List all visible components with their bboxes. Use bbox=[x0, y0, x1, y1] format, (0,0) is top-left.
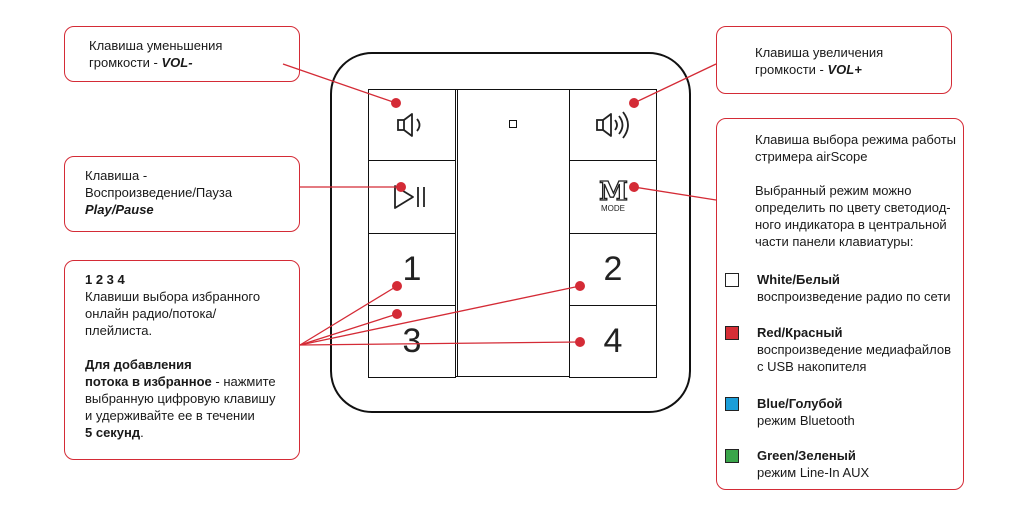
callout-favorites: 1 2 3 4 Клавиши выбора избранного онлайн… bbox=[64, 260, 300, 460]
mode-line3: Выбранный режим можно bbox=[755, 183, 912, 198]
callout-vol-up: Клавиша увеличения громкости - VOL+ bbox=[716, 26, 952, 94]
fav-line7-rest: . bbox=[140, 425, 144, 440]
play-pause-icon bbox=[394, 185, 425, 209]
marker-mode bbox=[629, 182, 639, 192]
fav-line1: Клавиши выбора избранного bbox=[85, 289, 261, 304]
marker-key-1 bbox=[392, 281, 402, 291]
blue-swatch bbox=[725, 397, 739, 411]
speaker-low-icon bbox=[397, 113, 421, 137]
vol-up-key[interactable] bbox=[569, 89, 657, 161]
fav-bold2: потока в избранное bbox=[85, 374, 212, 389]
vol-up-line1: Клавиша увеличения bbox=[755, 45, 884, 60]
fav-line4: потока в избранное - нажмите bbox=[85, 373, 299, 390]
mode-line2: стримера airScope bbox=[755, 149, 868, 164]
green-swatch bbox=[725, 449, 739, 463]
marker-key-3 bbox=[392, 309, 402, 319]
marker-play bbox=[396, 182, 406, 192]
fav-line4-rest: - нажмите bbox=[211, 374, 276, 389]
key-3-label: 3 bbox=[402, 322, 422, 360]
status-led bbox=[509, 120, 517, 128]
marker-vol-up bbox=[629, 98, 639, 108]
fav-line3: плейлиста. bbox=[85, 323, 153, 338]
vol-up-keyname: VOL+ bbox=[827, 62, 862, 77]
key-4-label: 4 bbox=[603, 322, 623, 360]
mode-sub-label: MODE bbox=[601, 204, 625, 213]
key-3[interactable]: 3 bbox=[368, 305, 456, 378]
vol-down-key[interactable] bbox=[368, 89, 456, 161]
key-4[interactable]: 4 bbox=[569, 305, 657, 378]
mode-white-desc: воспроизведение радио по сети bbox=[757, 289, 951, 304]
white-swatch bbox=[725, 273, 739, 287]
vol-down-prefix: громкости - bbox=[89, 55, 162, 70]
center-panel bbox=[457, 89, 570, 377]
mode-line6: части панели клавиатуры: bbox=[755, 234, 914, 249]
vol-down-line2: громкости - VOL- bbox=[89, 54, 299, 71]
mode-line1: Клавиша выбора режима работы bbox=[755, 132, 957, 147]
mode-key[interactable]: M MODE bbox=[569, 160, 657, 234]
mode-line4: определить по цвету светодиод- bbox=[755, 200, 951, 215]
vol-down-keyname: VOL- bbox=[161, 55, 193, 70]
callout-mode: Клавиша выбора режима работы стримера ai… bbox=[716, 118, 964, 490]
play-line3: Play/Pause bbox=[85, 202, 154, 217]
vol-down-line1: Клавиша уменьшения bbox=[89, 38, 223, 53]
callout-vol-down: Клавиша уменьшения громкости - VOL- bbox=[64, 26, 300, 82]
marker-vol-down bbox=[391, 98, 401, 108]
marker-key-2 bbox=[575, 281, 585, 291]
keypad-panel: 1 3 M MODE 2 4 bbox=[368, 89, 657, 378]
fav-line5: выбранную цифровую клавишу bbox=[85, 391, 276, 406]
speaker-high-icon bbox=[596, 111, 629, 139]
play-line2: Воспроизведение/Пауза bbox=[85, 185, 233, 200]
mode-red-desc: воспроизведение медиафайлов bbox=[757, 342, 952, 357]
mode-green-name: Green/Зеленый bbox=[757, 448, 856, 463]
red-swatch bbox=[725, 326, 739, 340]
fav-title: 1 2 3 4 bbox=[85, 272, 125, 287]
vol-up-prefix: громкости - bbox=[755, 62, 828, 77]
mode-red-desc2: с USB накопителя bbox=[757, 359, 867, 374]
mode-blue-desc: режим Bluetooth bbox=[757, 413, 855, 428]
mode-red-name: Red/Красный bbox=[757, 325, 843, 340]
fav-bold1: Для добавления bbox=[85, 357, 192, 372]
fav-bold3: 5 секунд bbox=[85, 425, 141, 440]
mode-line5: ного индикатора в центральной bbox=[755, 217, 947, 232]
fav-line7: 5 секунд. bbox=[85, 424, 299, 441]
marker-key-4 bbox=[575, 337, 585, 347]
mode-letter: M bbox=[598, 177, 628, 207]
mode-white-name: White/Белый bbox=[757, 272, 840, 287]
vol-up-line2: громкости - VOL+ bbox=[755, 61, 951, 78]
play-line1: Клавиша - bbox=[85, 168, 148, 183]
mode-green-desc: режим Line-In AUX bbox=[757, 465, 870, 480]
mode-blue-name: Blue/Голубой bbox=[757, 396, 843, 411]
key-2-label: 2 bbox=[603, 250, 623, 288]
key-2[interactable]: 2 bbox=[569, 233, 657, 306]
fav-line6: и удерживайте ее в течении bbox=[85, 408, 255, 423]
key-1-label: 1 bbox=[402, 250, 422, 288]
fav-line2: онлайн радио/потока/ bbox=[85, 306, 217, 321]
callout-play-pause: Клавиша - Воспроизведение/Пауза Play/Pau… bbox=[64, 156, 300, 232]
play-pause-key[interactable] bbox=[368, 160, 456, 234]
